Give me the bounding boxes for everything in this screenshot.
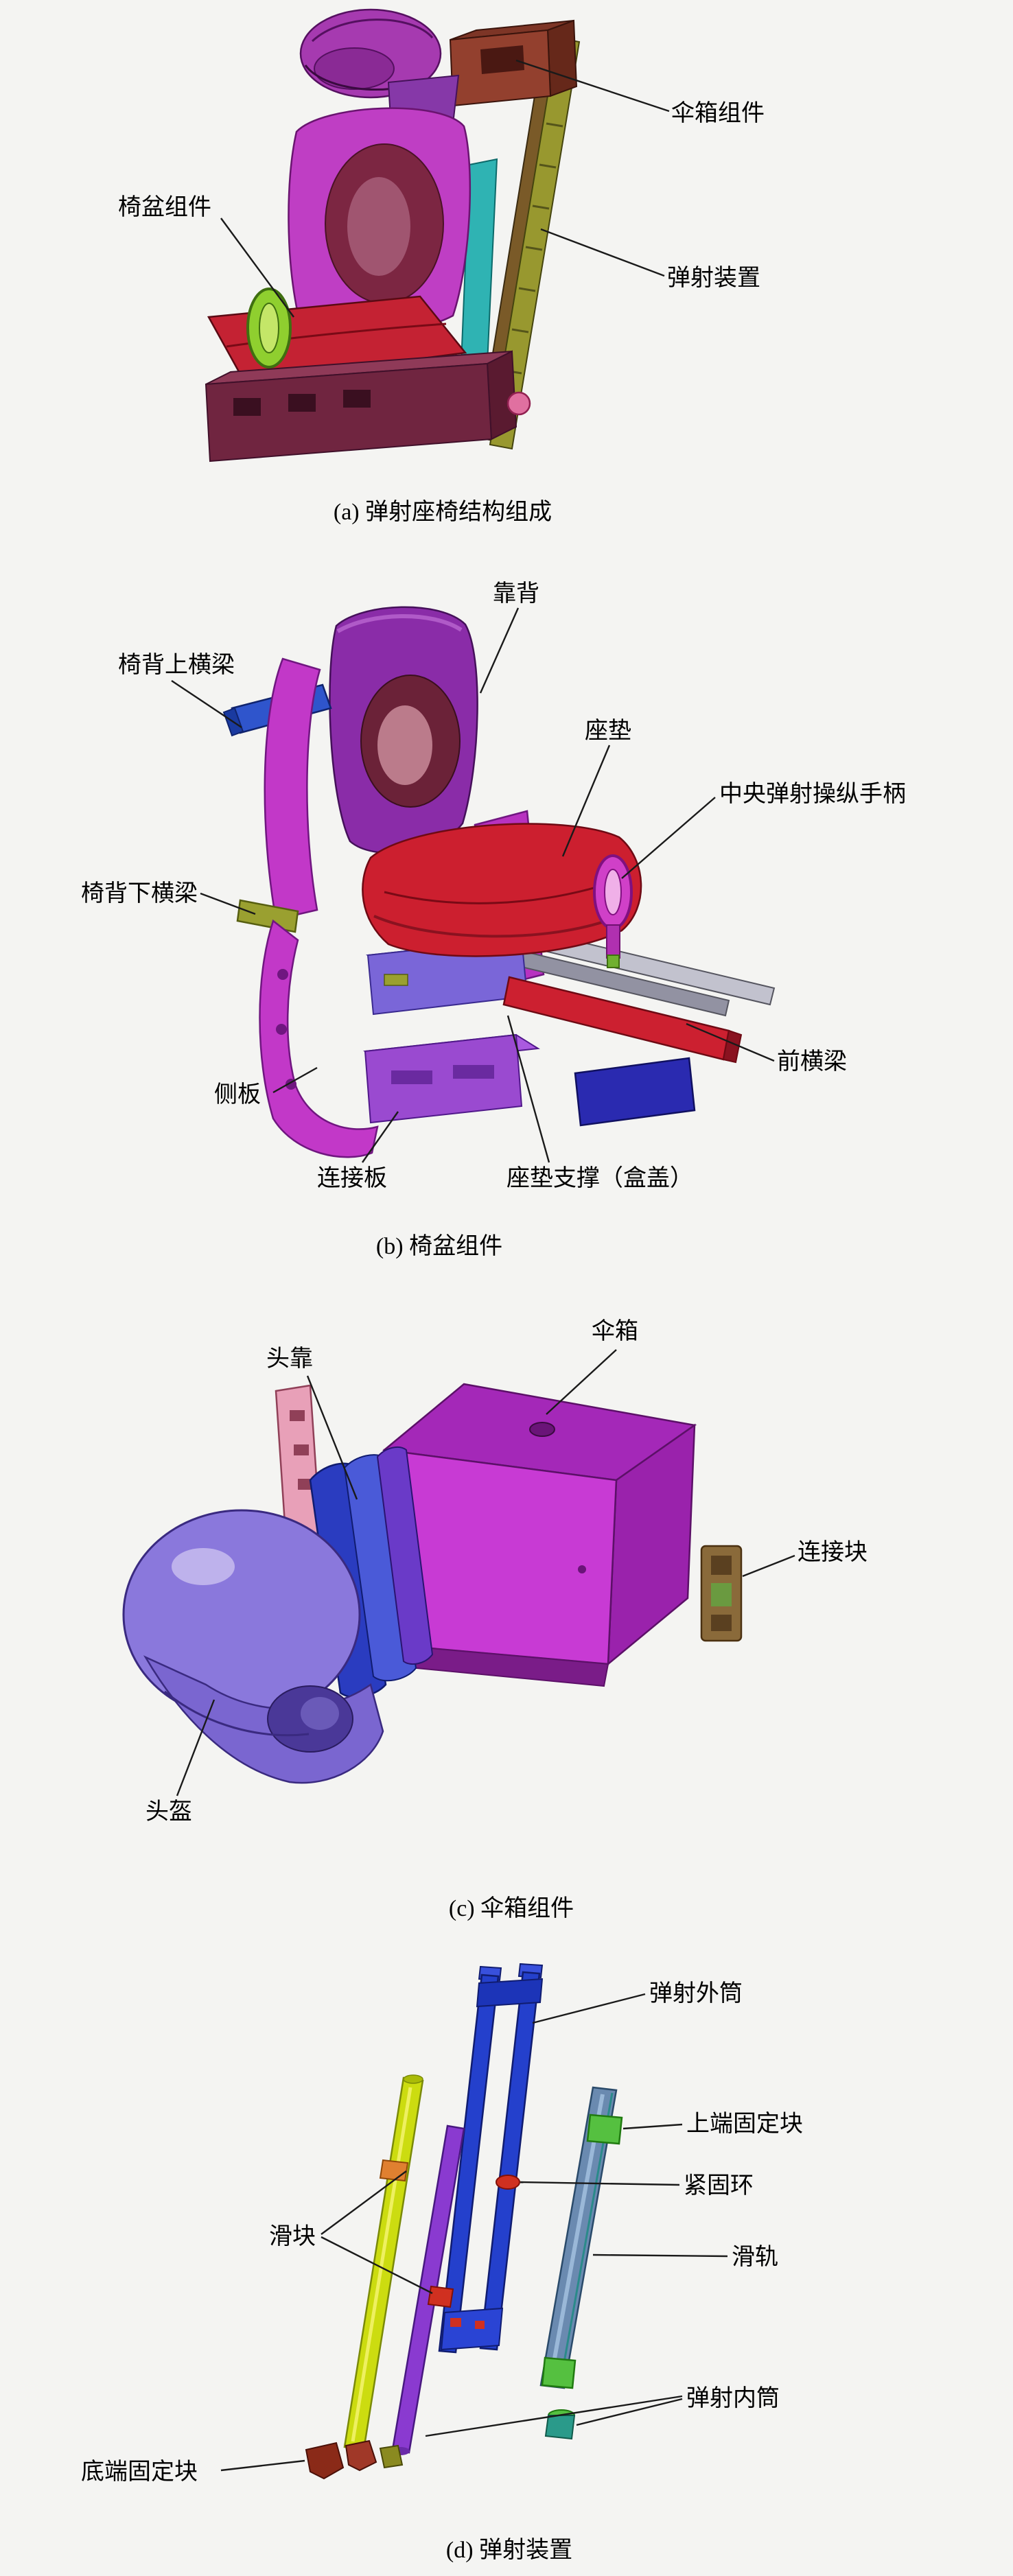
seat-cushion-part bbox=[362, 823, 642, 957]
parachute-container bbox=[449, 19, 578, 107]
connecting-plate-part bbox=[363, 1033, 540, 1124]
caption-panel-a: (a) 弹射座椅结构组成 bbox=[333, 500, 552, 525]
panel-a: 伞箱组件 椅盆组件 弹射装置 (a) 弹射座椅结构组成 bbox=[0, 0, 1013, 535]
label-cushion-support-box-cover: 座垫支撑（盒盖） bbox=[507, 1166, 693, 1191]
caption-panel-b: (b) 椅盆组件 bbox=[375, 1234, 503, 1259]
leader-lines bbox=[220, 59, 670, 318]
panel-c: 头靠 伞箱 连接块 头盔 (c) 伞箱组件 bbox=[0, 1273, 1013, 1942]
label-connecting-plate: 连接板 bbox=[317, 1166, 387, 1191]
label-parachute-box: 伞箱 bbox=[592, 1319, 638, 1344]
bottom-fixing-block-part bbox=[305, 2439, 404, 2480]
ejection-seat-illustration bbox=[205, 8, 670, 462]
upper-fixing-block-part bbox=[586, 2114, 623, 2145]
panel-d: 弹射外筒 上端固定块 紧固环 滑块 滑轨 弹射内筒 底端固定块 (d) 弹射装置 bbox=[0, 1942, 1013, 2576]
label-helmet: 头盔 bbox=[145, 1799, 192, 1825]
backrest-cushion bbox=[288, 107, 471, 335]
front-crossbeam-part bbox=[502, 976, 743, 1064]
seat-pan-assembly-illustration bbox=[171, 606, 776, 1163]
label-upper-fixing-block: 上端固定块 bbox=[686, 2111, 803, 2137]
label-parachute-box-assembly: 伞箱组件 bbox=[671, 101, 765, 126]
label-ejection-device: 弹射装置 bbox=[667, 266, 760, 291]
helmet-part bbox=[122, 1509, 384, 1784]
torso-frame bbox=[264, 657, 321, 921]
label-seatback-upper-crossbeam: 椅背上横梁 bbox=[118, 653, 235, 678]
label-seat-cushion: 座垫 bbox=[585, 718, 631, 744]
label-side-plate: 侧板 bbox=[214, 1082, 261, 1108]
leader-lines bbox=[171, 607, 775, 1163]
leader-lines bbox=[176, 1349, 795, 1796]
helmet-top bbox=[299, 8, 442, 99]
slider-upper-part bbox=[379, 2159, 409, 2182]
central-ejection-handle-part bbox=[593, 854, 633, 968]
label-connecting-block: 连接块 bbox=[797, 1540, 868, 1565]
side-plate-part bbox=[259, 919, 379, 1158]
label-seatback-lower-crossbeam: 椅背下横梁 bbox=[81, 881, 198, 906]
fastening-ring-part bbox=[496, 2175, 520, 2190]
lower-crossbeam-part bbox=[236, 899, 299, 933]
lower-green-block bbox=[541, 2356, 577, 2389]
label-ejection-inner-tube: 弹射内筒 bbox=[686, 2386, 780, 2411]
label-central-ejection-handle: 中央弹射操纵手柄 bbox=[719, 782, 906, 807]
panel-b: 靠背 椅背上横梁 座垫 中央弹射操纵手柄 椅背下横梁 前横梁 侧板 连接板 座垫… bbox=[0, 535, 1013, 1273]
label-bottom-fixing-block: 底端固定块 bbox=[81, 2459, 198, 2485]
backrest-part bbox=[329, 606, 478, 854]
ejection-handle bbox=[246, 288, 292, 368]
label-headrest: 头靠 bbox=[266, 1346, 313, 1372]
parachute-box-assembly-illustration bbox=[122, 1349, 795, 1796]
caption-panel-c: (c) 伞箱组件 bbox=[448, 1896, 574, 1921]
label-slide-rail: 滑轨 bbox=[732, 2245, 778, 2270]
slider-lower-part bbox=[427, 2285, 454, 2308]
label-seat-pan-assembly: 椅盆组件 bbox=[118, 195, 211, 220]
caption-panel-d: (d) 弹射装置 bbox=[445, 2538, 573, 2563]
label-slider: 滑块 bbox=[269, 2224, 316, 2249]
outer-tube-frame bbox=[438, 1963, 544, 2354]
ejection-device-illustration bbox=[220, 1963, 728, 2480]
rear-plate bbox=[574, 1057, 696, 1127]
label-front-crossbeam: 前横梁 bbox=[777, 1049, 847, 1075]
seat-base bbox=[205, 350, 531, 462]
label-backrest: 靠背 bbox=[493, 581, 539, 607]
connecting-block-part bbox=[700, 1545, 743, 1642]
label-fastening-ring: 紧固环 bbox=[684, 2173, 754, 2199]
label-ejection-outer-tube: 弹射外筒 bbox=[649, 1981, 743, 2006]
leader-lines bbox=[220, 1993, 728, 2472]
